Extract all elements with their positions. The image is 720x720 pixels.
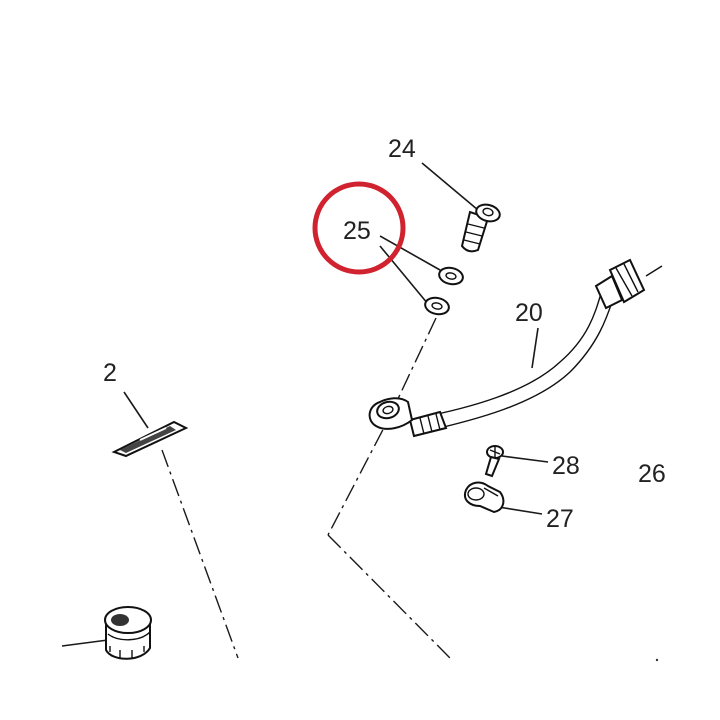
leader-line-25-upper <box>379 235 441 271</box>
callout-28: 28 <box>552 452 580 480</box>
leader-line-28 <box>501 455 549 463</box>
callout-24: 24 <box>388 135 416 163</box>
highlight-circle <box>312 181 406 275</box>
banjo-bolt-part <box>460 203 501 253</box>
leader-line-2 <box>123 391 149 429</box>
callout-2: 2 <box>103 359 117 387</box>
reservoir-cap-part <box>104 606 152 660</box>
leader-line-25-lower <box>379 245 429 305</box>
callout-25: 25 <box>343 217 371 245</box>
callout-20: 20 <box>515 299 543 327</box>
callout-27: 27 <box>546 505 574 533</box>
warning-label-part <box>111 420 189 458</box>
leader-line-24 <box>421 162 479 211</box>
marker-dot <box>655 658 659 662</box>
hose-clip-part <box>464 481 505 514</box>
leader-line-20 <box>531 327 539 369</box>
sealing-washer-upper-part <box>438 266 464 286</box>
axis-line-label-2 <box>161 449 239 659</box>
sealing-washer-lower-part <box>424 296 450 316</box>
axis-line-banjo <box>327 317 437 536</box>
callout-26: 26 <box>638 460 666 488</box>
clip-screw-part <box>484 445 504 478</box>
brake-hose-part <box>368 258 663 438</box>
axis-line-lower <box>327 534 451 659</box>
leader-line-cap <box>61 639 109 647</box>
